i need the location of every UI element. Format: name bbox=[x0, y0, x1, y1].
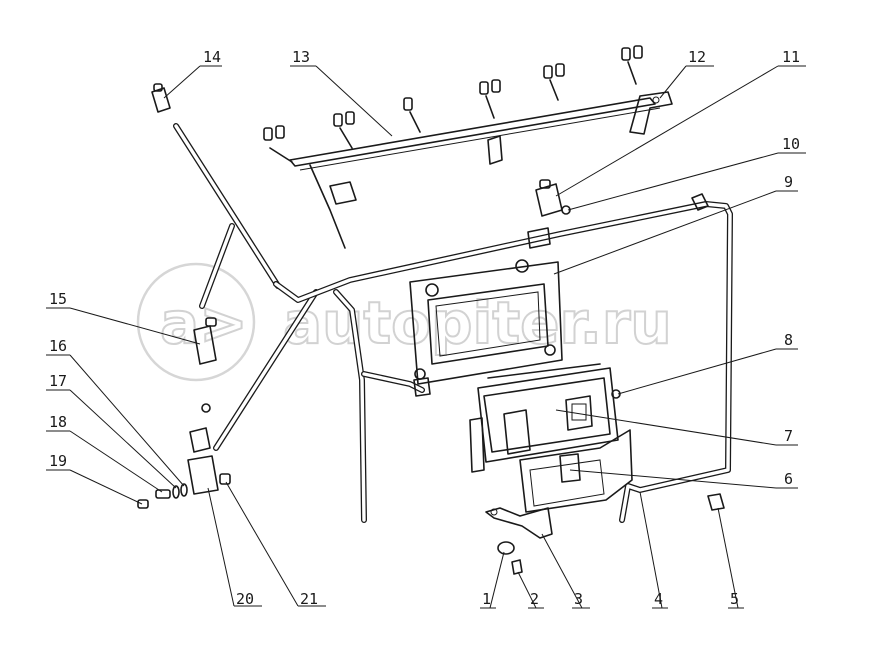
callout-1: 1 bbox=[482, 590, 491, 608]
callout-7: 7 bbox=[784, 427, 793, 445]
part-20-sensor-body bbox=[187, 403, 219, 495]
part-9-mounting-plate bbox=[409, 259, 563, 397]
part-11-sensor bbox=[535, 179, 563, 217]
callout-14: 14 bbox=[203, 48, 221, 66]
callout-6: 6 bbox=[784, 470, 793, 488]
callout-18: 18 bbox=[49, 413, 67, 431]
part-17-washer bbox=[172, 485, 180, 499]
callout-8: 8 bbox=[784, 331, 793, 349]
part-8-bolt bbox=[611, 389, 621, 399]
callout-11: 11 bbox=[782, 48, 800, 66]
part-6-bracket-frame bbox=[519, 429, 633, 513]
part-2-bolt bbox=[511, 559, 523, 575]
callout-10: 10 bbox=[782, 135, 800, 153]
callout-12: 12 bbox=[688, 48, 706, 66]
part-16-washer bbox=[180, 483, 188, 497]
part-12-harness-bracket bbox=[629, 91, 673, 135]
part-15-sensor bbox=[193, 317, 217, 365]
callout-3: 3 bbox=[574, 590, 583, 608]
callout-4: 4 bbox=[654, 590, 663, 608]
callout-9: 9 bbox=[784, 173, 793, 191]
part-14-fitting bbox=[151, 83, 171, 113]
part-7-ecu bbox=[469, 363, 619, 473]
part-19-nut bbox=[137, 499, 149, 509]
watermark: a> autopiter.ru bbox=[136, 262, 673, 382]
part-1-washer bbox=[497, 541, 515, 555]
pipe-line-left bbox=[173, 123, 319, 451]
part-3-bracket bbox=[485, 507, 553, 539]
part-5-clip bbox=[707, 493, 725, 511]
part-10-bolt bbox=[561, 205, 571, 215]
callout-17: 17 bbox=[49, 372, 67, 390]
part-18-spacer bbox=[155, 489, 171, 499]
leader-lines bbox=[46, 65, 806, 609]
callout-13: 13 bbox=[292, 48, 310, 66]
callout-5: 5 bbox=[730, 590, 739, 608]
callout-2: 2 bbox=[530, 590, 539, 608]
watermark-logo-circle bbox=[136, 262, 256, 382]
callout-21: 21 bbox=[300, 590, 318, 608]
callout-15: 15 bbox=[49, 290, 67, 308]
callout-20: 20 bbox=[236, 590, 254, 608]
watermark-text: autopiter.ru bbox=[283, 289, 672, 357]
part-13-injector-harness bbox=[263, 45, 661, 249]
callout-19: 19 bbox=[49, 452, 67, 470]
callout-labels: 14 13 12 11 10 9 8 7 6 15 16 17 18 19 20… bbox=[49, 48, 800, 608]
part-21-nut bbox=[219, 473, 231, 485]
callout-16: 16 bbox=[49, 337, 67, 355]
part-4-frame-tube bbox=[273, 193, 733, 523]
